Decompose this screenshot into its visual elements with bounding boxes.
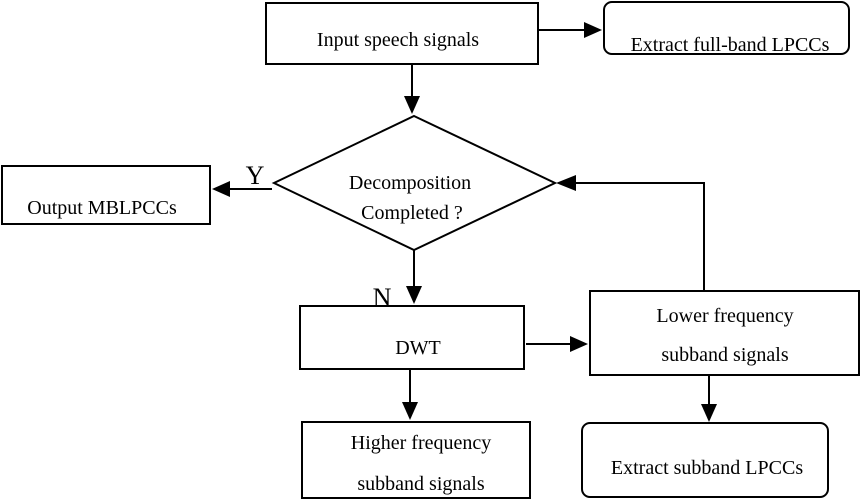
lower-label-line2: subband signals: [661, 344, 788, 366]
higher-box: [301, 421, 531, 499]
decision-diamond: [271, 114, 558, 252]
decision-label-line1: Decomposition: [349, 172, 471, 194]
higher-label-line2: subband signals: [357, 473, 484, 495]
output-box: [1, 165, 211, 225]
extract-full-label: Extract full-band LPCCs: [631, 34, 830, 56]
arrowhead-input-to-decision: [404, 96, 420, 114]
dwt-box: [299, 305, 525, 370]
input-label: Input speech signals: [317, 29, 479, 51]
dwt-label: DWT: [395, 337, 441, 359]
output-label: Output MBLPCCs: [27, 197, 177, 219]
arrowhead-lower-to-decision-feedback: [556, 175, 576, 191]
edge-lower-to-decision-feedback: [574, 182, 705, 290]
extract-sub-box: [581, 422, 829, 498]
arrowhead-decision-to-output: [212, 181, 230, 197]
no-branch-label: N: [373, 283, 392, 312]
yes-branch-label: Y: [246, 161, 265, 190]
extract-sub-label: Extract subband LPCCs: [611, 457, 803, 479]
arrowhead-dwt-to-lower: [570, 336, 588, 352]
lower-label-line1: Lower frequency: [656, 305, 793, 327]
higher-label-line1: Higher frequency: [351, 432, 492, 454]
arrowhead-dwt-to-higher: [402, 402, 418, 420]
extract-full-box: [603, 1, 850, 55]
arrowhead-input-to-extract-full: [584, 22, 602, 38]
lower-box: [589, 290, 860, 376]
input-box: [265, 2, 539, 65]
arrowhead-lower-to-extract-sub: [701, 404, 717, 422]
decision-label-line2: Completed ?: [361, 202, 463, 224]
arrowhead-decision-to-dwt: [406, 286, 422, 304]
